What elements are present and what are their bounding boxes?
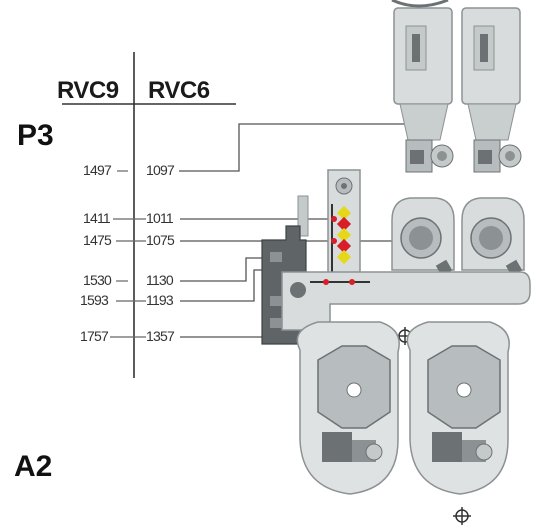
top-motor-left — [393, 7, 454, 173]
crosshair-icon — [453, 507, 471, 525]
rvc9-value: 1411 — [83, 210, 111, 226]
rvc6-value: 1357 — [146, 328, 175, 344]
rvc9-value: 1530 — [83, 272, 112, 288]
rvc6-value: 1075 — [146, 232, 175, 248]
machine-illustration — [261, 0, 531, 525]
rvc9-value: 1497 — [83, 162, 112, 178]
header-rvc9: RVC9 — [57, 77, 119, 104]
marker-yellow — [336, 205, 352, 221]
header-rvc6: RVC6 — [148, 77, 210, 104]
marker-yellow — [336, 227, 352, 243]
middle-head-right — [461, 197, 525, 277]
rvc6-value: 1130 — [146, 272, 174, 288]
marker-red — [331, 216, 337, 222]
scale-panel: RVC9 RVC6 P3 A2 1497 1097 1411 1011 1475… — [14, 52, 236, 483]
marker-red — [336, 238, 352, 254]
rvc6-value: 1011 — [146, 210, 174, 226]
top-motor-right — [461, 7, 522, 173]
position-markers — [331, 205, 352, 265]
marker-yellow — [336, 249, 352, 265]
middle-head-left — [391, 197, 455, 277]
rvc9-value: 1757 — [80, 328, 109, 344]
leader-line — [179, 123, 413, 172]
rvc9-value: 1475 — [83, 232, 112, 248]
rvc6-value: 1097 — [146, 162, 175, 178]
bottom-head-right — [406, 321, 510, 495]
marker-red — [336, 216, 352, 232]
crossbeam — [261, 225, 531, 345]
label-p3: P3 — [17, 119, 54, 152]
top-arc — [391, 0, 449, 8]
central-column — [297, 169, 361, 281]
marker-red — [331, 238, 337, 244]
rvc6-value: 1193 — [146, 292, 174, 308]
label-a2: A2 — [14, 450, 52, 483]
bottom-head-left — [296, 321, 400, 495]
rvc9-value: 1593 — [80, 292, 109, 308]
